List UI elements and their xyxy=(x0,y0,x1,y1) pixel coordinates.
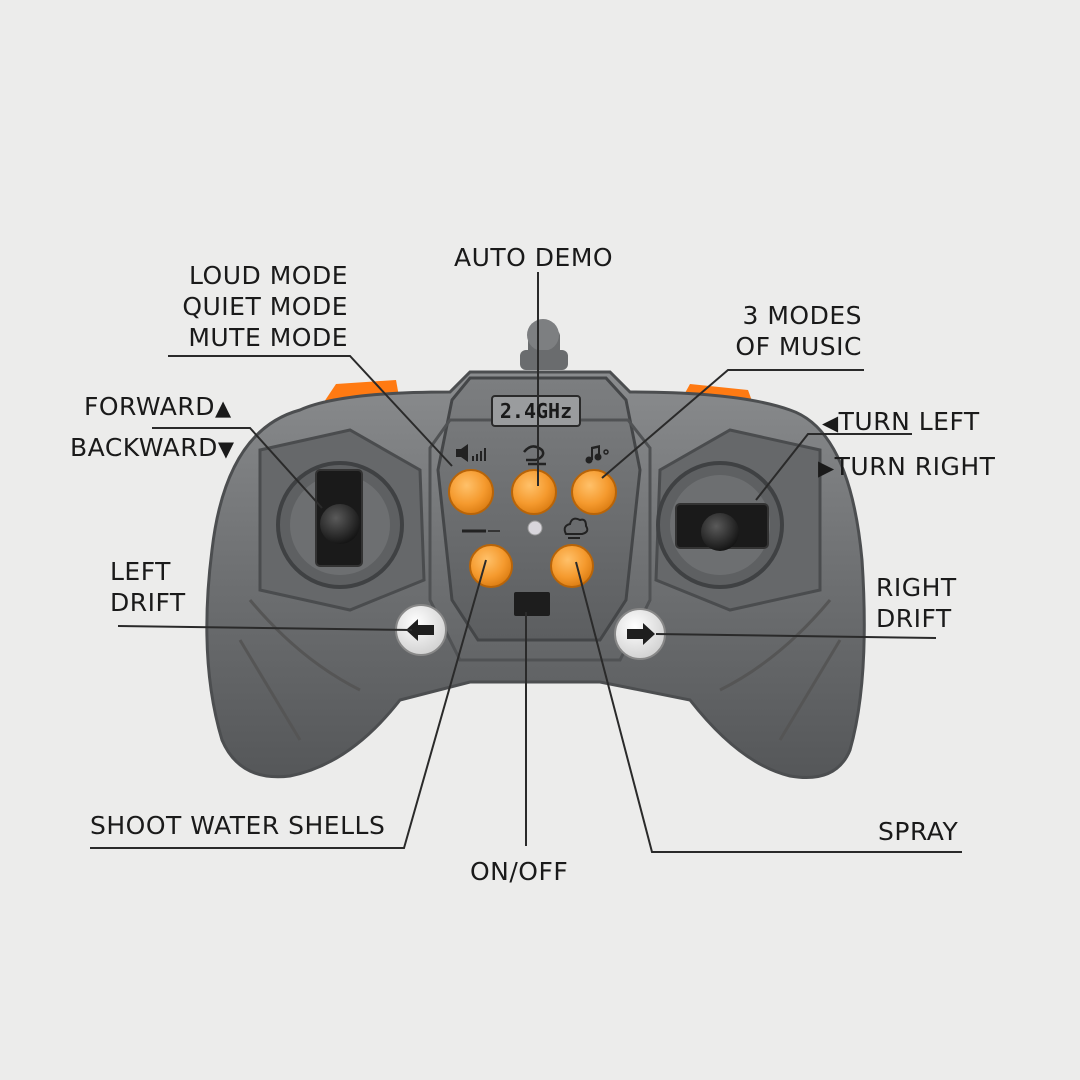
label-backward-text: BACKWARD xyxy=(70,433,218,462)
leader-right-drift xyxy=(655,633,937,639)
label-of-music: OF MUSIC xyxy=(735,332,862,361)
status-led xyxy=(527,520,543,536)
label-backward: BACKWARD▼ xyxy=(70,432,235,465)
music-note-icon xyxy=(585,445,609,464)
arrow-down-icon: ▼ xyxy=(217,437,235,461)
label-left-drift: LEFT DRIFT xyxy=(110,556,186,618)
music-mode-button[interactable] xyxy=(571,469,617,515)
label-turn-left-text: TURN LEFT xyxy=(838,407,980,436)
leader-left-drift xyxy=(117,625,413,631)
label-turn-right-text: TURN RIGHT xyxy=(834,452,996,481)
leader-forward-backward xyxy=(152,427,323,509)
arrow-right-icon: ▶ xyxy=(818,456,835,480)
label-volume-modes: LOUD MODE QUIET MODE MUTE MODE xyxy=(150,260,348,353)
label-forward: FORWARD▲ xyxy=(84,391,232,424)
label-left: LEFT xyxy=(110,557,171,586)
left-joystick[interactable] xyxy=(315,469,363,567)
label-spray: SPRAY xyxy=(878,817,959,846)
spray-cloud-icon xyxy=(563,517,589,539)
label-drift-left: DRIFT xyxy=(110,588,186,617)
auto-demo-button[interactable] xyxy=(511,469,557,515)
frequency-badge-text: 2.4GHz xyxy=(499,399,573,423)
label-turn-right: ▶TURN RIGHT xyxy=(818,451,995,484)
label-forward-text: FORWARD xyxy=(84,392,215,421)
leader-lines xyxy=(90,272,962,853)
spray-button[interactable] xyxy=(550,544,594,588)
label-on-off: ON/OFF xyxy=(470,857,569,886)
leader-volume xyxy=(168,355,453,467)
leader-shoot xyxy=(90,559,487,849)
label-shoot-water-shells: SHOOT WATER SHELLS xyxy=(90,811,386,840)
label-3-modes: 3 MODES xyxy=(742,301,862,330)
label-music-modes: 3 MODES OF MUSIC xyxy=(700,300,862,362)
volume-icon xyxy=(456,444,486,462)
leader-spray xyxy=(575,561,962,853)
shoot-water-button[interactable] xyxy=(469,544,513,588)
right-joystick[interactable] xyxy=(675,503,769,551)
antenna xyxy=(520,319,568,370)
label-drift-right: DRIFT xyxy=(876,604,952,633)
frequency-badge xyxy=(491,395,581,427)
leader-turn xyxy=(755,433,912,501)
label-auto-demo: AUTO DEMO xyxy=(454,243,614,272)
power-switch[interactable] xyxy=(514,592,550,616)
label-right: RIGHT xyxy=(876,573,957,602)
label-mute-mode: MUTE MODE xyxy=(188,323,348,352)
arrow-up-icon: ▲ xyxy=(215,396,232,420)
label-turn-left: ◀TURN LEFT xyxy=(822,406,980,439)
left-drift-button[interactable] xyxy=(395,604,447,656)
arrow-left-icon: ◀ xyxy=(822,411,839,435)
leader-music xyxy=(601,369,864,479)
label-right-drift: RIGHT DRIFT xyxy=(876,572,957,634)
volume-mode-button[interactable] xyxy=(448,469,494,515)
label-loud-mode: LOUD MODE xyxy=(188,261,348,290)
label-quiet-mode: QUIET MODE xyxy=(182,292,348,321)
